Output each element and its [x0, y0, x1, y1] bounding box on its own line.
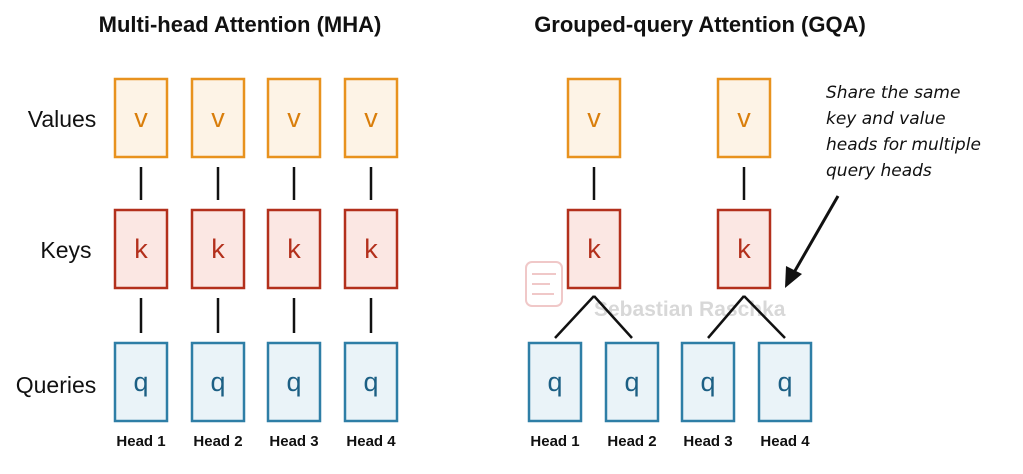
mha-query-4-box	[343, 341, 399, 423]
mha-key-4-box	[343, 208, 399, 290]
mha-value-3-box	[266, 77, 322, 159]
annotation-line-2: key and value	[826, 109, 946, 129]
gqa-query-2-letter: q	[624, 367, 639, 397]
annotation-line-1: Share the same	[826, 83, 960, 103]
mha-key-4-letter: k	[364, 234, 378, 264]
mha-value-4-letter: v	[364, 103, 378, 133]
mha-head-label-3: Head 3	[269, 433, 318, 450]
mha-value-3-letter: v	[287, 103, 301, 133]
mha-key-2-box	[190, 208, 246, 290]
gqa-key-2-letter: k	[737, 234, 751, 264]
gqa-key-1-letter: k	[587, 234, 601, 264]
gqa-group-1: vk	[554, 77, 633, 339]
annotation-arrowhead-icon	[785, 266, 802, 288]
gqa-query-3-box	[680, 341, 736, 423]
gqa-value-1-box	[566, 77, 622, 159]
gqa-branch-left	[554, 295, 595, 339]
mha-query-4-letter: q	[363, 367, 378, 397]
mha-title: Multi-head Attention (MHA)	[99, 12, 382, 37]
gqa-head-label-1: Head 1	[530, 433, 579, 450]
mha-value-1-letter: v	[134, 103, 148, 133]
row-label-values: Values	[28, 106, 97, 132]
mha-key-3-box	[266, 208, 322, 290]
mha-head-label-4: Head 4	[346, 433, 396, 450]
mha-head-label-1: Head 1	[116, 433, 165, 450]
mha-value-1-box	[113, 77, 169, 159]
gqa-query-4-letter: q	[777, 367, 792, 397]
mha-value-2-letter: v	[211, 103, 225, 133]
mha-query-1-box	[113, 341, 169, 423]
mha-value-2-box	[190, 77, 246, 159]
mha-query-3-box	[266, 341, 322, 423]
gqa-value-2-box	[716, 77, 772, 159]
mha-key-1-letter: k	[134, 234, 148, 264]
row-label-keys: Keys	[40, 237, 91, 263]
gqa-title: Grouped-query Attention (GQA)	[534, 12, 866, 37]
mha-query-2-box	[190, 341, 246, 423]
gqa-query-4-box	[757, 341, 813, 423]
gqa-query-2-box	[604, 341, 660, 423]
mha-head-label-2: Head 2	[193, 433, 242, 450]
mha-query-1-letter: q	[133, 367, 148, 397]
annotation-line-3: heads for multiple	[826, 135, 981, 155]
mha-key-2-letter: k	[211, 234, 225, 264]
gqa-branch-right	[593, 295, 633, 339]
watermark-logo-icon	[525, 261, 563, 307]
row-label-queries: Queries	[16, 372, 97, 398]
gqa-query-1-letter: q	[547, 367, 562, 397]
mha-key-1-box	[113, 208, 169, 290]
gqa-group-2: vk	[707, 77, 786, 339]
mha-query-2-letter: q	[210, 367, 225, 397]
gqa-branch-left	[707, 295, 745, 339]
gqa-branch-right	[743, 295, 786, 339]
gqa-query-1-box	[527, 341, 583, 423]
mha-key-3-letter: k	[287, 234, 301, 264]
gqa-value-2-letter: v	[737, 103, 751, 133]
mha-query-3-letter: q	[286, 367, 301, 397]
gqa-key-2-box	[716, 208, 772, 290]
gqa-head-label-3: Head 3	[683, 433, 732, 450]
gqa-head-label-4: Head 4	[760, 433, 810, 450]
mha-value-4-box	[343, 77, 399, 159]
gqa-key-1-box	[566, 208, 622, 290]
gqa-value-1-letter: v	[587, 103, 601, 133]
gqa-query-3-letter: q	[700, 367, 715, 397]
annotation: Share the same key and value heads for m…	[785, 83, 981, 288]
annotation-line-4: query heads	[826, 161, 932, 181]
annotation-arrow-shaft	[790, 195, 840, 277]
gqa-head-label-2: Head 2	[607, 433, 656, 450]
